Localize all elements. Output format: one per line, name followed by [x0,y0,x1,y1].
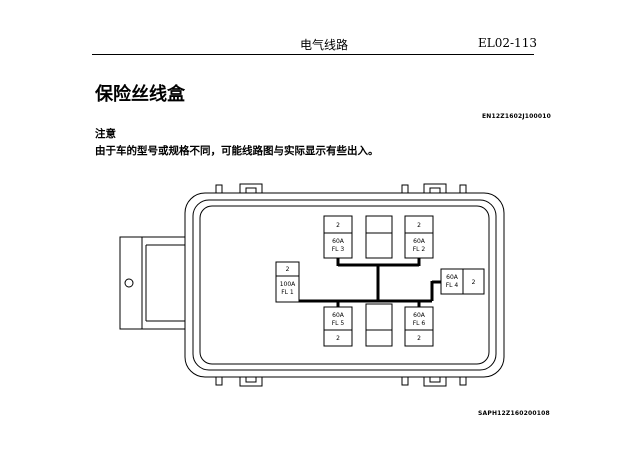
page-title: 保险丝线盒 [95,84,185,105]
fuse-fl5 [323,306,353,347]
fl3-name-label: FL 3 [332,246,345,253]
figure-code-bottom: SAPH12Z160200108 [478,410,550,417]
fl2-terminal-label: 2 [417,222,421,229]
fuse-fl6 [404,306,434,347]
fl2-rating-label: 60A [413,238,426,245]
fl6-name-label: FL 6 [413,320,426,327]
fl4-rating-label: 60A [446,274,459,281]
bottom-clips [215,377,467,387]
fuse-fl2 [404,215,434,259]
note-text: 由于车的型号或规格不同，可能线路图与实际显示有些出入。 [95,145,379,157]
fuse-fl4 [440,268,485,295]
fl5-name-label: FL 5 [332,320,345,327]
header-section: 电气线路 [300,38,349,52]
center-top-slot [365,215,393,259]
fuse-fl1 [275,261,300,303]
fuse-fl3 [323,215,353,259]
bus-bar [298,258,441,307]
fl1-name-label: FL 1 [281,289,294,296]
fl1-terminal-label: 2 [286,266,290,273]
fl2-name-label: FL 2 [413,246,426,253]
note-heading: 注意 [95,128,116,140]
fl5-rating-label: 60A [332,312,345,319]
fl5-terminal-label: 2 [336,335,340,342]
figure-code-top: EN12Z1602J100010 [482,113,552,120]
fl1-rating-label: 100A [280,281,296,288]
fl4-terminal-label: 2 [472,279,476,286]
fl4-name-label: FL 4 [446,282,459,289]
fl6-terminal-label: 2 [417,335,421,342]
fl6-rating-label: 60A [413,312,426,319]
top-clips [215,183,467,193]
header-page-code: EL02-113 [478,36,537,50]
center-bottom-slot [365,303,393,347]
fl3-terminal-label: 2 [336,222,340,229]
header-divider [92,54,534,55]
mounting-bracket [119,236,185,330]
fl3-rating-label: 60A [332,238,345,245]
